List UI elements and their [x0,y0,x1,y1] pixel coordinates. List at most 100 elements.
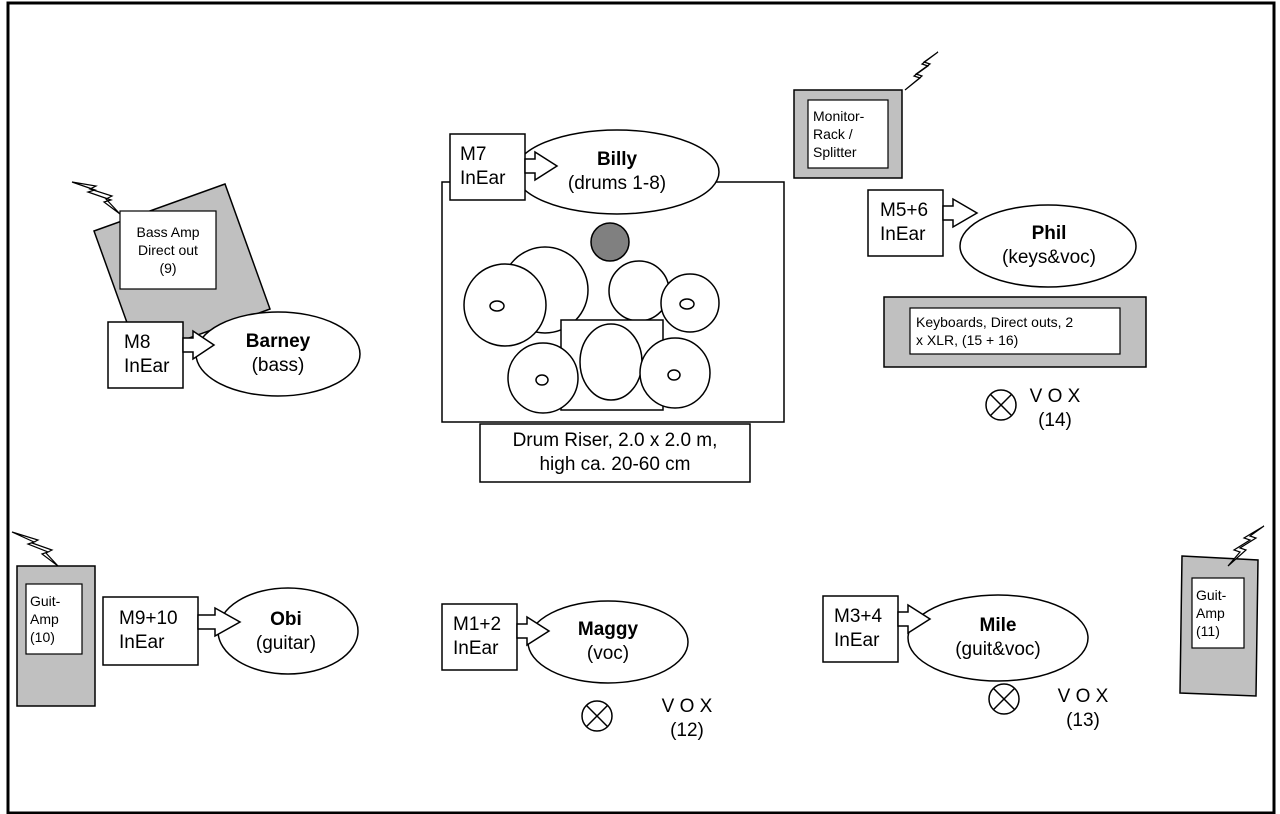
barney-monitor-box [107,321,184,389]
maggy-monitor-label: M1+2 InEar [453,608,515,666]
power-icon [904,51,939,91]
bass-amp-label-box [119,210,217,290]
vox-phil-label: V O X (14) [1012,384,1098,434]
vox-phil-channel: (14) [1038,410,1072,431]
guit-amp-right-line-1: Guit- [1196,586,1227,603]
billy-name: Billy [596,149,638,171]
monitor-rack-line-1: Monitor- [813,107,865,124]
guit-amp-right-label-box [1191,577,1245,649]
drum-riser-size: Drum Riser, 2.0 x 2.0 m, [512,430,718,452]
floor-tom-2-icon [639,337,711,409]
mile-role: (guit&voc) [955,639,1041,660]
drum-riser-height: high ca. 20-60 cm [539,454,691,475]
vox-maggy-text: V O X [661,696,713,718]
bass-amp-label: Bass Amp Direct out (9) [120,213,216,287]
obi-monitor-arrow-icon [197,606,242,638]
phil-monitor-label: M5+6 InEar [880,194,942,252]
mile-monitor-label: M3+4 InEar [834,600,896,658]
obi-monitor-channel: M9+10 [119,608,178,630]
barney-role: (bass) [251,355,305,376]
phil-monitor-type: InEar [880,224,926,245]
rack-tom-icon [608,260,670,322]
kick-drum-head-icon [579,323,643,401]
vox-maggy-channel: (12) [670,720,704,741]
mile-monitor-type: InEar [834,630,880,651]
barney-monitor-channel: M8 [124,332,151,354]
snare-drum-icon [507,342,579,414]
obi-monitor-type: InEar [119,632,165,653]
billy-monitor-label: M7 InEar [460,138,522,196]
phil-monitor-arrow-icon [942,197,979,229]
drum-kit [463,222,720,414]
phil-monitor-channel: M5+6 [880,200,929,222]
barney-monitor-label: M8 InEar [124,326,182,384]
barney-label: Barney (bass) [212,327,344,381]
vox-phil-text: V O X [1029,386,1081,408]
guit-amp-right-line-3: (11) [1196,623,1220,640]
monitor-rack-line-3: Splitter [813,144,857,161]
billy-monitor-arrow-icon [524,150,559,182]
billy-monitor-channel: M7 [460,144,487,166]
power-icon [11,531,59,567]
obi-monitor-box [102,596,199,666]
floor-tom-2-head-icon [667,369,681,381]
power-icon [1227,525,1265,567]
bass-amp-line-1: Bass Amp [136,223,200,240]
maggy-monitor-channel: M1+2 [453,614,502,636]
mile-monitor-box [822,595,899,663]
bass-amp-line-2: Direct out [138,241,198,258]
snare-drum-head-icon [535,374,549,386]
obi-monitor-label: M9+10 InEar [119,602,195,660]
phil-name: Phil [1031,223,1067,245]
keyboards-line-2: x XLR, (15 + 16) [916,332,1019,348]
guit-amp-left-label-box [25,583,83,655]
guit-amp-left-line-3: (10) [30,629,55,646]
maggy-role: (voc) [586,643,630,664]
maggy-label: Maggy (voc) [548,615,668,669]
vox-mile-label: V O X (13) [1038,684,1128,734]
vox-maggy-label: V O X (12) [642,694,732,744]
floor-tom-head-icon [679,298,695,310]
mile-monitor-arrow-icon [897,603,932,635]
tom-drum-head-icon [489,300,505,312]
keyboards-label: Keyboards, Direct outs, 2 x XLR, (15 + 1… [916,310,1118,352]
monitor-rack-line-2: Rack / [813,125,853,142]
guit-amp-right-label: Guit- Amp (11) [1196,580,1242,646]
phil-monitor-box [867,189,944,257]
barney-name: Barney [245,331,311,353]
monitor-rack-label: Monitor- Rack / Splitter [813,102,887,166]
bass-amp-line-3: (9) [159,260,177,277]
maggy-monitor-type: InEar [453,638,499,659]
drum-riser-label-box [479,423,751,483]
floor-tom-icon [660,273,720,333]
billy-role: (drums 1-8) [567,173,667,194]
maggy-monitor-arrow-icon [516,615,551,647]
mile-position [907,594,1089,682]
cymbal-icon [590,222,630,262]
phil-role: (keys&voc) [1002,247,1096,268]
keyboards-line-1: Keyboards, Direct outs, 2 [916,313,1074,330]
phil-position [959,204,1137,288]
mile-name: Mile [979,615,1017,637]
maggy-name: Maggy [577,619,639,641]
guit-amp-left-line-2: Amp [30,610,59,627]
barney-monitor-arrow-icon [182,329,216,361]
vox-mile-channel: (13) [1066,710,1100,731]
billy-monitor-type: InEar [460,168,506,189]
barney-monitor-type: InEar [124,356,170,377]
drum-riser-label: Drum Riser, 2.0 x 2.0 m, high ca. 20-60 … [480,426,750,480]
vox-mile-text: V O X [1057,686,1109,708]
phil-label: Phil (keys&voc) [962,219,1136,273]
obi-name: Obi [270,609,302,631]
billy-monitor-box [449,133,526,201]
power-icon [71,181,121,215]
monitor-rack-label-box [807,99,889,169]
tom-drum-icon [463,263,547,347]
guit-amp-left-line-1: Guit- [30,592,61,609]
billy-label: Billy (drums 1-8) [527,145,707,199]
guit-amp-left-label: Guit- Amp (10) [30,586,82,652]
keyboards-label-box [909,307,1121,355]
obi-label: Obi (guitar) [236,605,336,659]
